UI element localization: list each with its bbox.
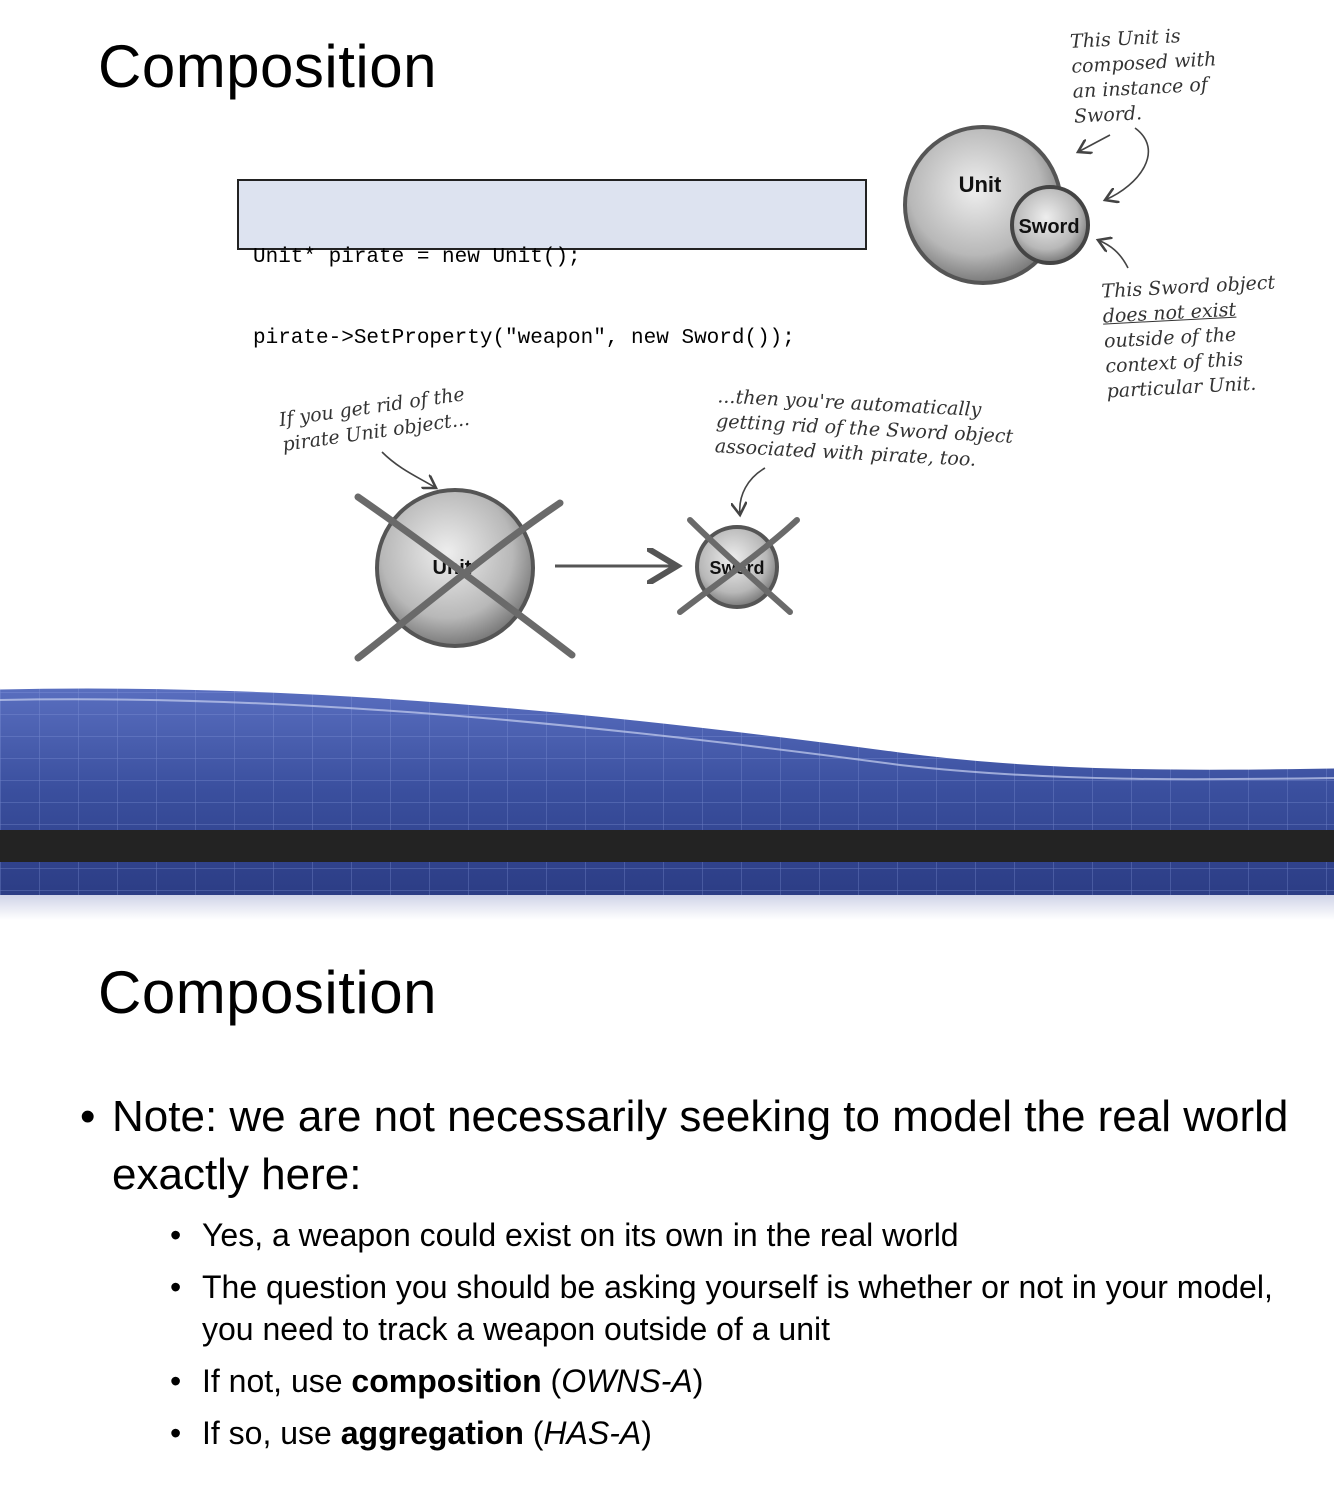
sub-bullet-list: Yes, a weapon could exist on its own in … (170, 1214, 1300, 1454)
sub-bullet-text: ( (542, 1363, 562, 1399)
composed-unit-group: Unit Sword (905, 127, 1088, 283)
sub-bullet-item: Yes, a weapon could exist on its own in … (170, 1214, 1300, 1256)
bullet-list: Note: we are not necessarily seeking to … (80, 1088, 1300, 1464)
bullet-item: Note: we are not necessarily seeking to … (80, 1088, 1300, 1454)
annotation-right: This Sword object does not exist outside… (1101, 271, 1281, 405)
sword-label: Sword (1018, 216, 1079, 238)
banner-dark-stripe (0, 830, 1334, 862)
sub-bullet-text: If not, use (202, 1363, 351, 1399)
destroyed-unit-group: Unit (358, 490, 572, 658)
annotation-middle: ...then you're automatically getting rid… (714, 384, 1015, 474)
banner-fade (0, 895, 1334, 920)
annotation-arrow (382, 452, 436, 488)
term-bold: composition (351, 1363, 541, 1399)
annotation-arrow (740, 468, 765, 515)
annotation-line: outside of the (1104, 324, 1237, 353)
banner-grid (0, 686, 1334, 895)
annotation-arrow (1105, 128, 1148, 200)
annotation-arrow (1078, 135, 1110, 152)
annotation-line: does not exist (1102, 299, 1236, 328)
slide-1: Composition Unit* pirate = new Unit(); p… (0, 0, 1334, 920)
term-bold: aggregation (341, 1415, 524, 1451)
destroyed-sword-group: Sword (680, 520, 797, 612)
sub-bullet-text: If so, use (202, 1415, 341, 1451)
footer-banner (0, 670, 1334, 920)
sub-bullet-item: The question you should be asking yourse… (170, 1266, 1300, 1350)
annotation-top-right: This Unit is composed with an instance o… (1069, 22, 1219, 129)
annotation-arrow (1098, 240, 1128, 268)
sub-bullet-text: The question you should be asking yourse… (202, 1269, 1273, 1347)
slide-2: Composition Note: we are not necessarily… (0, 920, 1334, 1485)
annotation-line: Sword. (1073, 102, 1142, 128)
unit-label: Unit (959, 172, 1002, 197)
sub-bullet-text: Yes, a weapon could exist on its own in … (202, 1217, 959, 1253)
annotation-line: an instance of (1072, 74, 1208, 103)
sub-bullet-item: If so, use aggregation (HAS-A) (170, 1412, 1300, 1454)
sub-bullet-text: ) (641, 1415, 652, 1451)
slide-title: Composition (98, 958, 437, 1027)
sub-bullet-text: ( (524, 1415, 544, 1451)
annotation-line: context of this (1105, 348, 1244, 377)
sub-bullet-item: If not, use composition (OWNS-A) (170, 1360, 1300, 1402)
term-italic: OWNS-A (561, 1363, 693, 1399)
bullet-text: Note: we are not necessarily seeking to … (112, 1092, 1288, 1199)
sub-bullet-text: ) (693, 1363, 704, 1399)
annotation-line: This Unit is (1070, 25, 1182, 53)
term-italic: HAS-A (543, 1415, 641, 1451)
